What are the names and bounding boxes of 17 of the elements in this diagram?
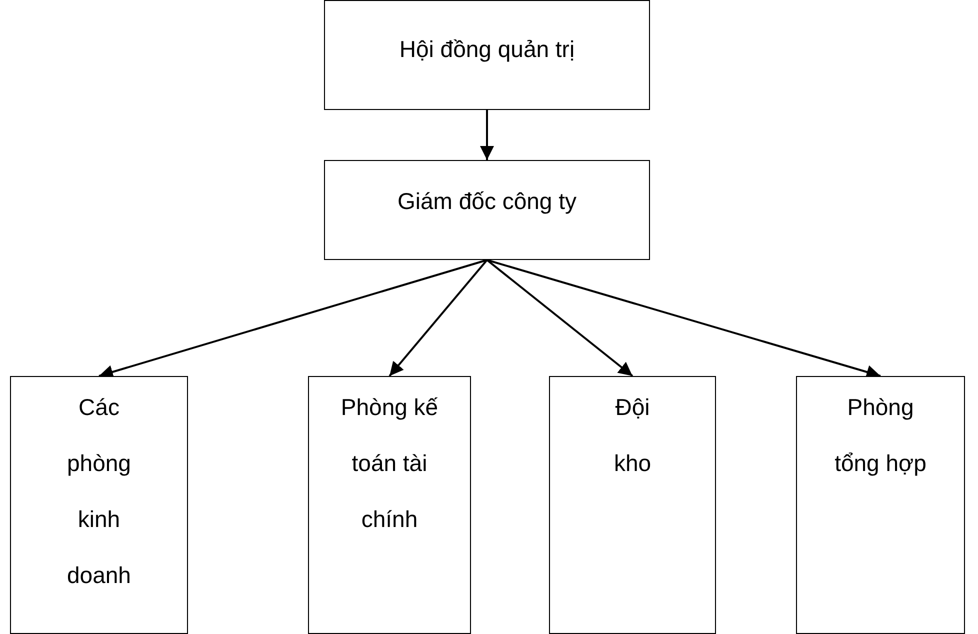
arrow xyxy=(388,259,488,377)
arrow xyxy=(486,259,634,377)
arrow xyxy=(486,259,881,379)
box-label: Đội kho xyxy=(612,393,652,478)
org-box xyxy=(324,0,650,110)
org-box xyxy=(324,160,650,260)
arrow xyxy=(480,110,494,160)
org-box xyxy=(10,376,188,634)
org-box xyxy=(308,376,471,634)
box-label: Hội đồng quản trị xyxy=(399,35,575,64)
org-box xyxy=(549,376,716,634)
box-label: Phòng tổng hợp xyxy=(834,393,928,478)
box-label: Phòng kế toán tài chính xyxy=(340,393,440,534)
org-box xyxy=(796,376,965,634)
box-label: Các phòng kinh doanh xyxy=(66,393,132,590)
box-label: Giám đốc công ty xyxy=(398,187,576,216)
arrow xyxy=(98,259,488,379)
